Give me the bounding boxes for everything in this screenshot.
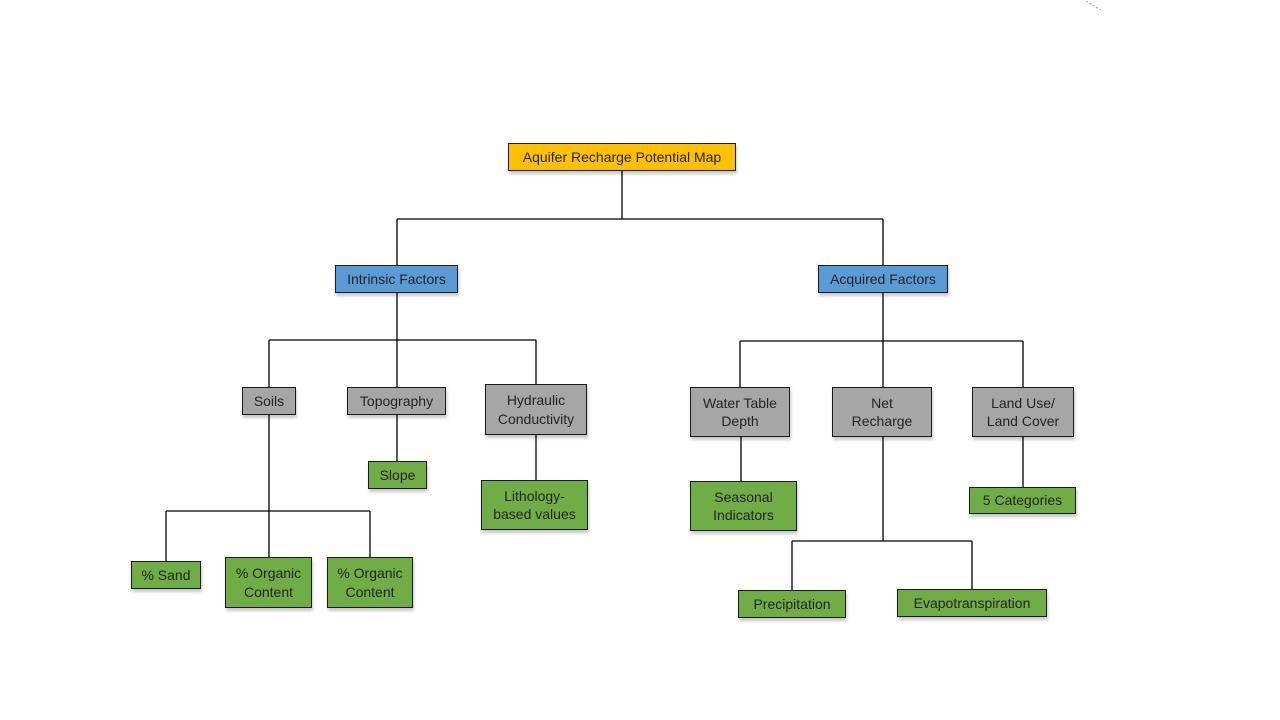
node-slope: Slope xyxy=(368,461,427,489)
node-land-use-land-cover: Land Use/ Land Cover xyxy=(972,387,1074,437)
node-net-recharge: Net Recharge xyxy=(832,387,932,437)
node-acquired-factors: Acquired Factors xyxy=(818,265,948,293)
node-aquifer-recharge-potential-map: Aquifer Recharge Potential Map xyxy=(508,143,736,171)
connector-root-to-factors xyxy=(396,171,884,265)
node-lithology-based-values: Lithology- based values xyxy=(481,480,588,530)
node-percent-organic-content-2: % Organic Content xyxy=(327,557,413,608)
node-hydraulic-conductivity: Hydraulic Conductivity xyxy=(485,384,587,435)
node-topography: Topography xyxy=(347,387,446,415)
connector-acquired-children xyxy=(739,293,1024,387)
node-percent-sand: % Sand xyxy=(131,561,201,589)
node-evapotranspiration: Evapotranspiration xyxy=(897,589,1047,617)
node-intrinsic-factors: Intrinsic Factors xyxy=(335,265,458,293)
connector-intrinsic-children xyxy=(268,293,537,387)
node-seasonal-indicators: Seasonal Indicators xyxy=(690,481,797,531)
node-percent-organic-content-1: % Organic Content xyxy=(225,557,312,608)
node-soils: Soils xyxy=(242,387,296,415)
node-5-categories: 5 Categories xyxy=(969,487,1076,514)
node-precipitation: Precipitation xyxy=(738,590,846,618)
stray-dashed-line xyxy=(1085,0,1102,11)
node-water-table-depth: Water Table Depth xyxy=(690,387,790,437)
connector-soils-children xyxy=(165,415,371,561)
connector-netrecharge-children xyxy=(791,437,973,590)
